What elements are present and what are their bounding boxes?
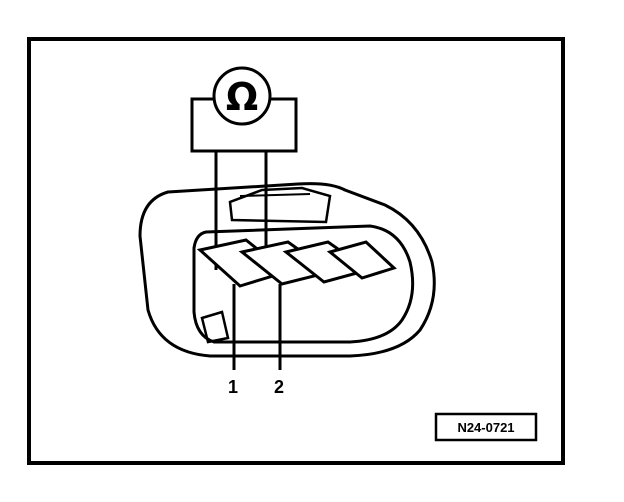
ohmmeter-icon: Ω (190, 66, 298, 153)
reference-code: N24-0721 (457, 420, 514, 435)
terminal-pin (326, 240, 397, 280)
connector-housing (138, 182, 436, 358)
pin-label-2: 2 (274, 377, 284, 397)
terminal-pins (196, 238, 397, 288)
reference-badge: N24-0721 (434, 412, 538, 442)
ohm-symbol: Ω (226, 75, 258, 119)
pin-label-1: 1 (228, 377, 238, 397)
pin-leaders (232, 284, 282, 370)
